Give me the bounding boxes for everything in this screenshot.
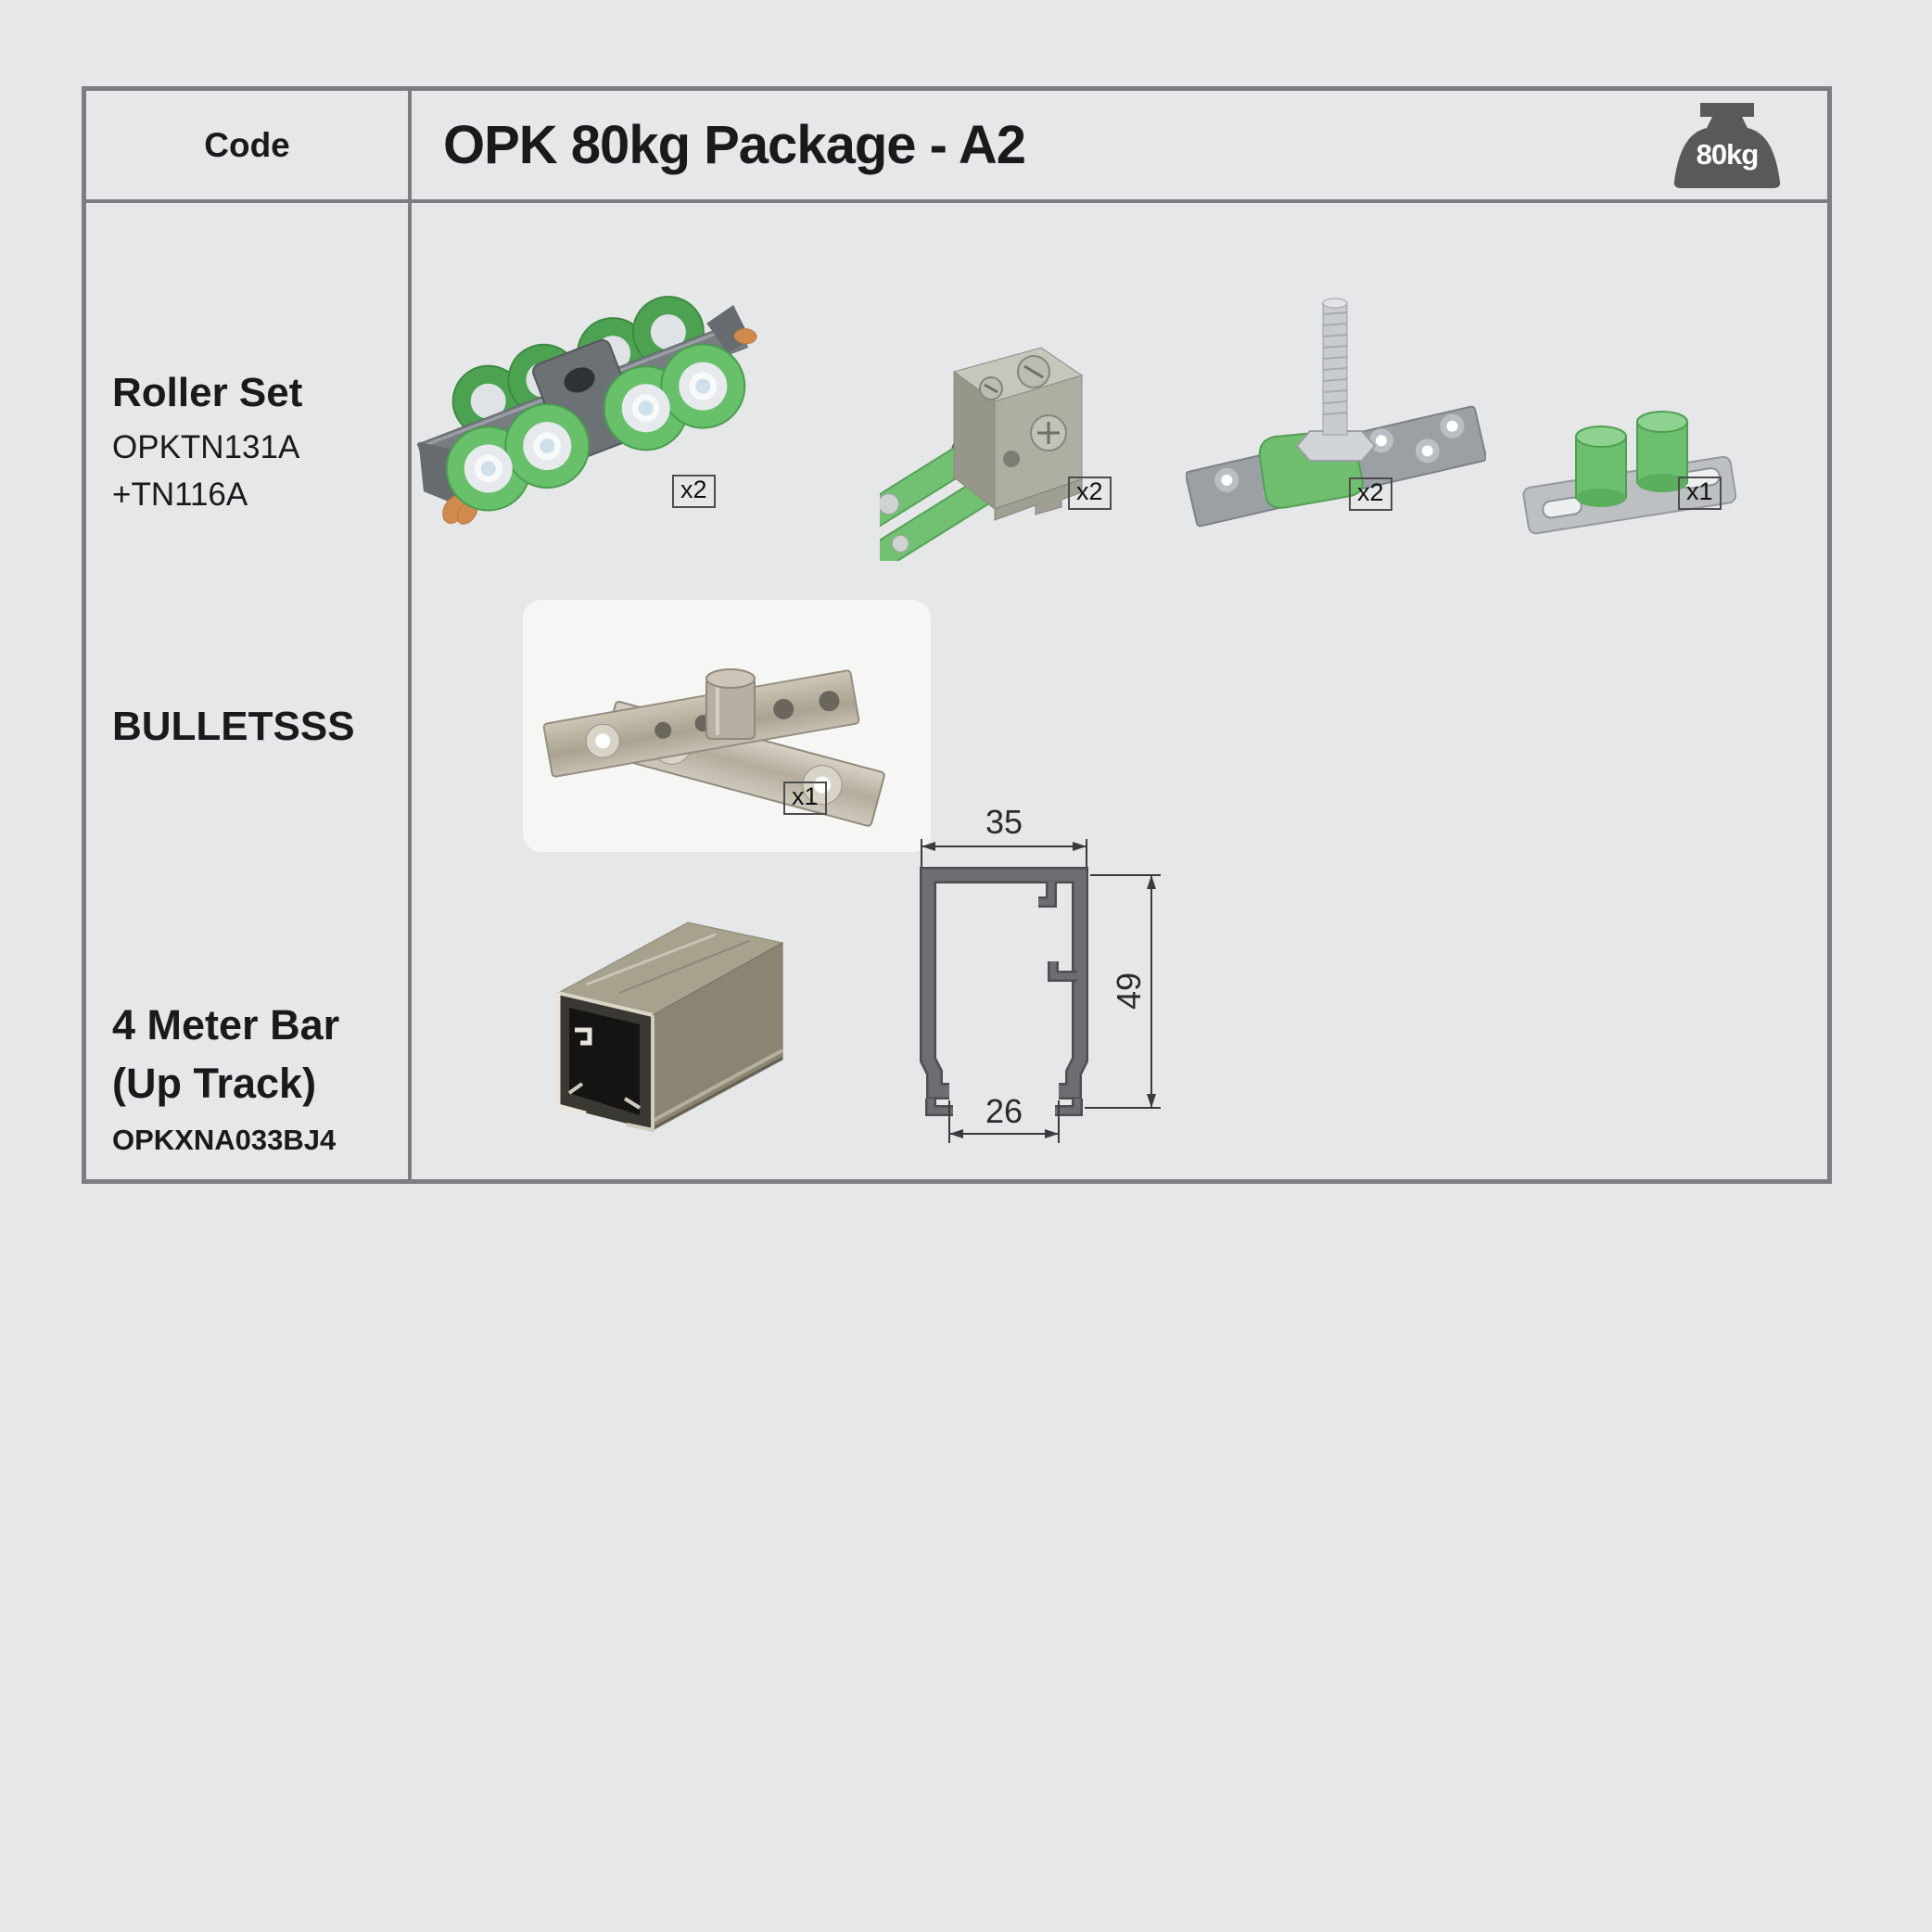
table-header-row: Code OPK 80kg Package - A2 80kg [86, 91, 1827, 203]
dim-bottom-width: 26 [985, 1092, 1023, 1130]
hanger-plate-image [1186, 298, 1486, 527]
roller-carriage-image [416, 296, 757, 525]
bar-name-line1: 4 Meter Bar [112, 1001, 340, 1049]
roller-set-label-block: Roller Set OPKTN131A +TN116A [112, 370, 302, 517]
bar-code: OPKXNA033BJ4 [112, 1124, 337, 1156]
dim-height: 49 [1110, 972, 1148, 1010]
dim-top-width: 35 [985, 803, 1023, 841]
item-label-column: Roller Set OPKTN131A +TN116A BULLETSSS 4… [86, 203, 412, 1179]
package-spec-table: Code OPK 80kg Package - A2 80kg Roller S… [82, 86, 1832, 1184]
door-stopper-bracket-image [880, 347, 1084, 561]
table-body-row: Roller Set OPKTN131A +TN116A BULLETSSS 4… [86, 203, 1827, 1179]
pivot-hinge-qty: x1 [783, 782, 827, 815]
up-track-profile-photo [555, 922, 784, 1133]
roller-set-code-2: +TN116A [112, 476, 248, 513]
bar-name-line2: (Up Track) [112, 1060, 317, 1107]
roller-carriage-qty: x2 [672, 475, 716, 508]
up-track-cross-section-drawing: 35 49 26 [920, 803, 1161, 1143]
floor-guide-image [1522, 411, 1737, 535]
title-header-cell: OPK 80kg Package - A2 80kg [412, 91, 1827, 199]
code-header-cell: Code [86, 91, 412, 199]
bulletsss-name: BULLETSSS [112, 704, 355, 749]
pivot-hinge-image [523, 600, 931, 852]
weight-kettlebell-icon: 80kg [1673, 103, 1781, 188]
package-title: OPK 80kg Package - A2 [443, 115, 1026, 175]
door-stopper-qty: x2 [1068, 477, 1112, 510]
floor-guide-qty: x1 [1678, 477, 1722, 510]
product-images-area: x2 [412, 203, 1827, 1179]
roller-set-name: Roller Set [112, 370, 303, 415]
weight-badge-text: 80kg [1697, 138, 1759, 171]
roller-set-code-1: OPKTN131A [112, 428, 300, 465]
bulletsss-label-block: BULLETSSS [112, 704, 355, 751]
bar-label-block: 4 Meter Bar (Up Track) OPKXNA033BJ4 [112, 996, 339, 1159]
hanger-plate-qty: x2 [1349, 477, 1392, 511]
code-label: Code [204, 125, 290, 164]
